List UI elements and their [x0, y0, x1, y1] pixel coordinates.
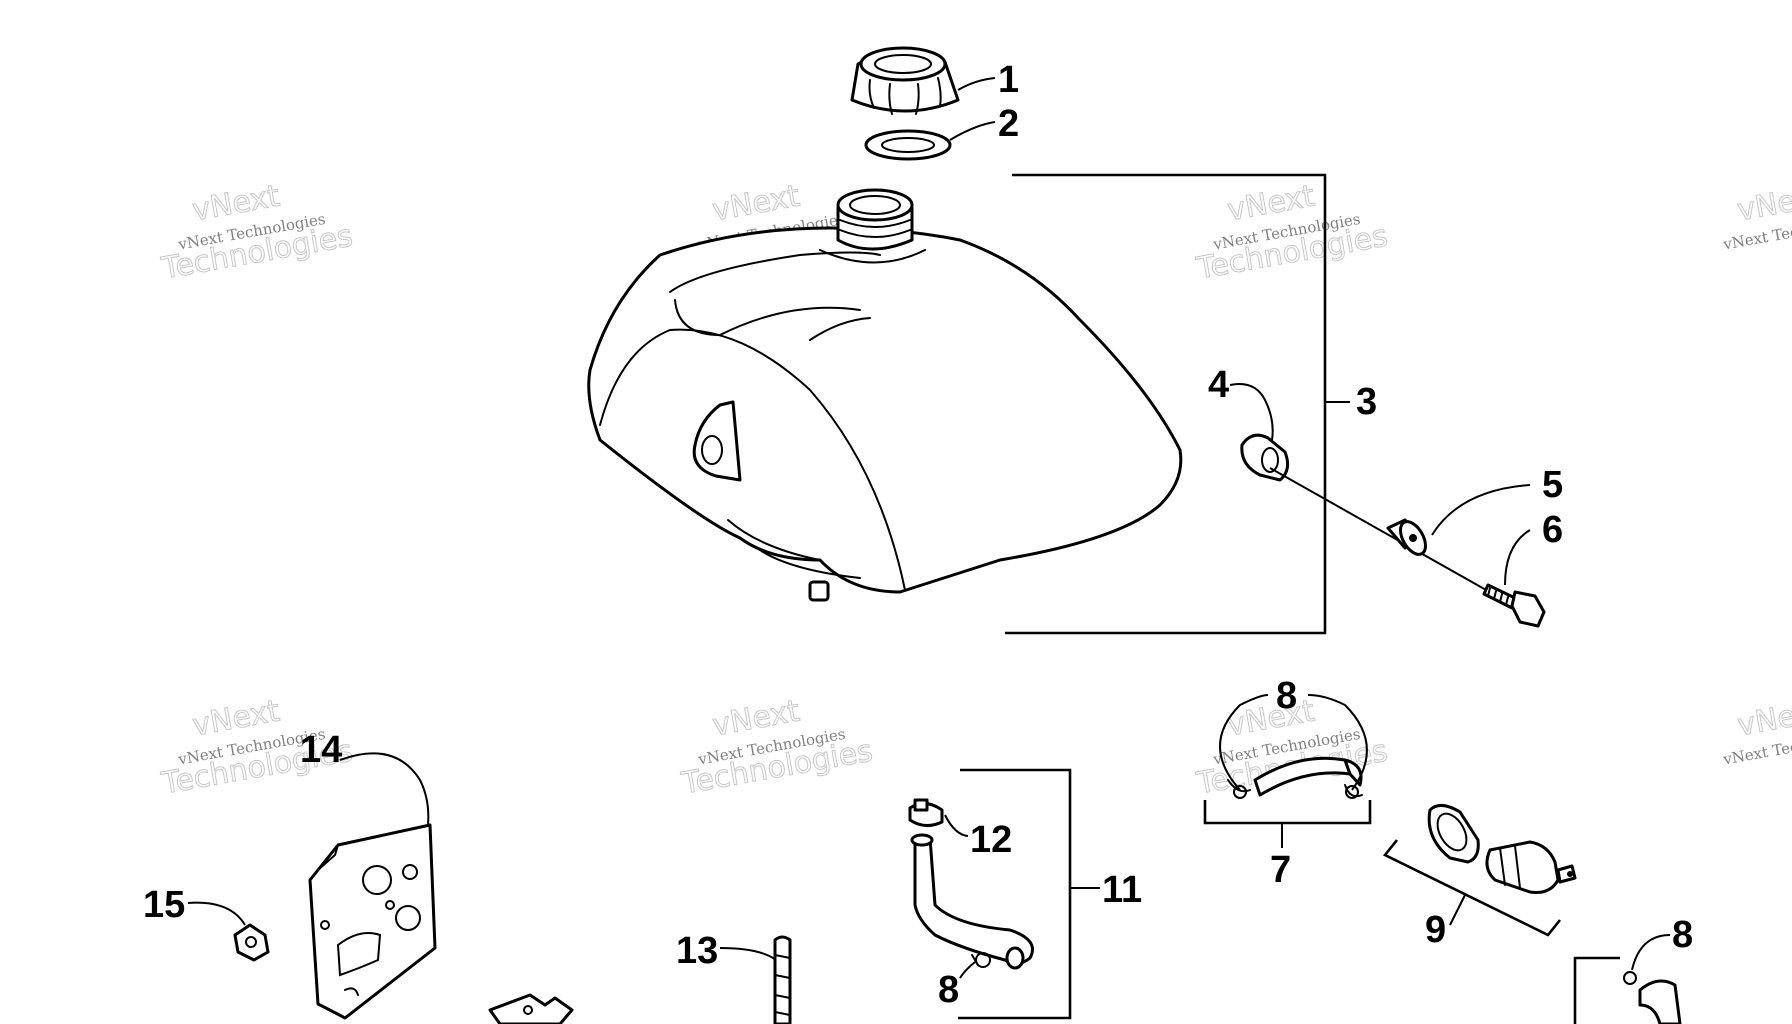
fuel-cap	[850, 46, 960, 115]
watermark-4: vNext vNext Technologies	[1721, 178, 1792, 254]
callout-1: 1	[998, 59, 1019, 101]
leader-12	[944, 814, 969, 837]
fuel-hose-assembly	[1227, 756, 1363, 799]
watermark-1: vNext vNext Technologies Technologies	[158, 178, 356, 287]
callout-5: 5	[1542, 464, 1563, 506]
callout-13: 13	[676, 930, 718, 972]
callout-12: 12	[970, 819, 1012, 861]
tee-fitting	[488, 993, 574, 1024]
callout-7: 7	[1270, 849, 1291, 891]
rod	[773, 935, 792, 1024]
filler-neck	[819, 188, 926, 264]
vent-tube	[910, 833, 1034, 970]
bracket-7	[1203, 800, 1372, 825]
leader-4	[1229, 383, 1274, 441]
watermark-6: vNext vNext Technologies Technologies	[678, 693, 876, 802]
callout-8-mid: 8	[938, 969, 959, 1011]
vent-clip	[971, 952, 991, 968]
watermark-3: vNext vNext Technologies Technologies	[1193, 178, 1391, 287]
vent-clamp	[908, 798, 944, 827]
leader-5	[1431, 484, 1531, 536]
watermark-8: vNext vNext Technologies	[1721, 693, 1792, 769]
leader-15	[187, 901, 246, 926]
fuel-tank	[587, 226, 1183, 602]
petcock-valve	[1386, 518, 1427, 556]
callout-6: 6	[1542, 509, 1563, 551]
callout-2: 2	[998, 103, 1019, 145]
bracket-11	[958, 768, 1072, 1020]
svg-text:vNext: vNext	[1735, 694, 1792, 744]
leader-1	[957, 77, 996, 91]
callout-15: 15	[143, 884, 185, 926]
bracket-9	[1382, 839, 1562, 937]
bracket-3	[1005, 173, 1327, 635]
fuel-filter-assembly	[1427, 804, 1577, 894]
callout-8-top: 8	[1276, 675, 1297, 717]
bracket-right-bottom	[1573, 956, 1620, 1024]
leader-9	[1449, 894, 1466, 926]
leader-6	[1504, 529, 1531, 586]
callout-8-right: 8	[1672, 914, 1693, 956]
leader-2	[949, 121, 996, 141]
fuel-line-axis	[1269, 467, 1496, 596]
outlet-hose	[1623, 971, 1682, 1024]
mounting-plate	[308, 823, 437, 1020]
cap-gasket	[864, 129, 952, 161]
leader-8c	[1631, 934, 1671, 971]
leader-13	[719, 947, 777, 961]
callout-4: 4	[1208, 364, 1229, 406]
leader-8a-right	[1307, 694, 1368, 791]
mounting-screw	[1482, 583, 1546, 628]
svg-text:vNext: vNext	[1735, 179, 1792, 229]
leader-8a	[1219, 694, 1269, 791]
callout-3: 3	[1356, 381, 1377, 423]
leader-14	[339, 752, 430, 826]
callout-11: 11	[1102, 869, 1142, 911]
grommet	[1240, 433, 1290, 482]
callout-9: 9	[1425, 909, 1446, 951]
leader-8b	[959, 961, 976, 979]
callout-14: 14	[300, 729, 342, 771]
flange-nut	[233, 923, 270, 962]
